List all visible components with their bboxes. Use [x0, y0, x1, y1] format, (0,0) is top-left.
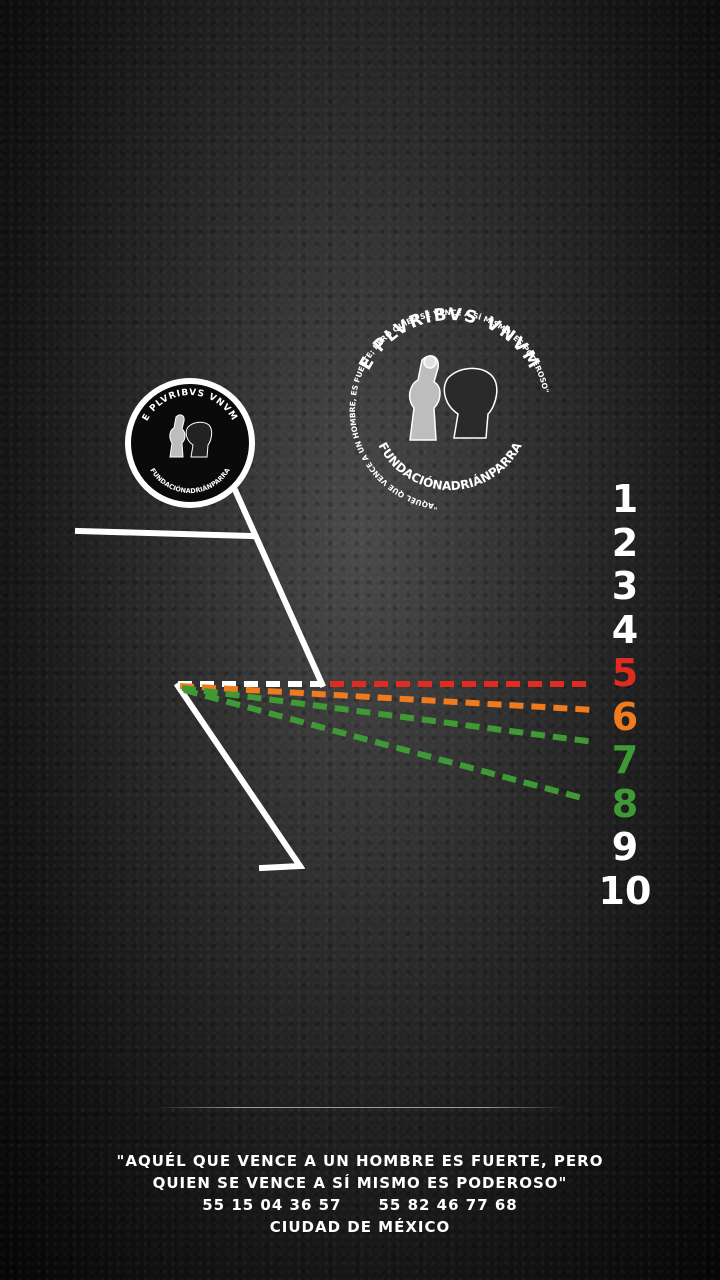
foundation-seal-small: E PLVRIBVS VNVM FUNDACIÓNADRIÁNPARRA: [125, 378, 255, 508]
boxing-figures-emblem: [408, 355, 498, 441]
scale-number-10: 10: [598, 868, 652, 913]
phone-number-1[interactable]: 55 15 04 36 57: [202, 1196, 342, 1214]
scale-number-2: 2: [611, 520, 639, 565]
scale-number-3: 3: [611, 564, 639, 608]
scale-number-4: 4: [611, 607, 639, 652]
scale-number-1: 1: [611, 477, 639, 521]
scale-number-5: 5: [611, 651, 639, 695]
dashed-line-7: [181, 685, 595, 745]
lower-diagonal-leg: [173, 681, 306, 872]
footer: "Aquél que vence a un hombre es fuerte, …: [0, 1150, 720, 1238]
scale-numbers: 1 2 3 4 5 6 7 8 9 10: [595, 477, 655, 913]
scale-number-9: 9: [611, 825, 639, 869]
scale-number-6: 6: [611, 694, 639, 739]
diagonal-stem: [232, 488, 326, 688]
dashed-line-6: [179, 683, 595, 713]
scale-number-8: 8: [611, 781, 639, 826]
small-boxing-figures-emblem: [169, 414, 213, 458]
footer-phones: 55 15 04 36 57 55 82 46 77 68: [0, 1194, 720, 1216]
dashed-line-8: [183, 687, 583, 801]
footer-city: Ciudad de México: [269, 1218, 451, 1236]
footer-quote-line-2: quien se vence a sí mismo es poderoso": [152, 1174, 568, 1192]
phone-number-2[interactable]: 55 82 46 77 68: [378, 1196, 518, 1214]
footer-divider: [155, 1107, 568, 1108]
upper-horizontal-bar: [74, 527, 256, 540]
scale-number-7: 7: [611, 738, 639, 782]
footer-quote-line-1: "Aquél que vence a un hombre es fuerte, …: [116, 1152, 604, 1170]
foundation-seal-large: "AQUÉL QUE VENCE A UN HOMBRE, ES FUERTE;…: [348, 305, 550, 511]
